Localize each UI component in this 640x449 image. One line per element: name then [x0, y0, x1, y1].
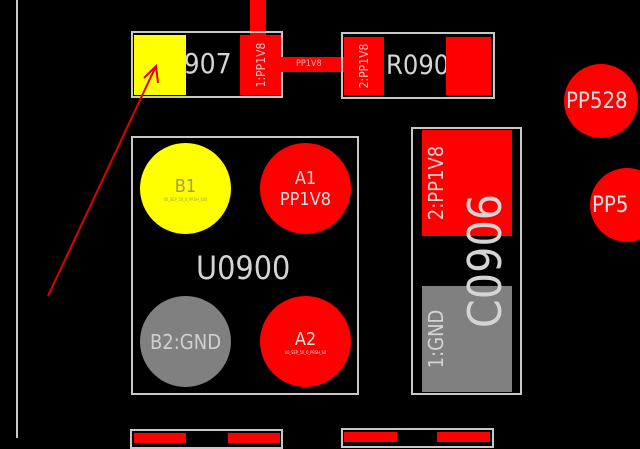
pad-a2[interactable]: A2 00_SEP_50_0_PRSH_S0: [260, 296, 351, 387]
r090-pad-1[interactable]: [446, 37, 491, 95]
pad-b1-name: B1: [174, 175, 197, 197]
board-edge-line: [16, 0, 18, 438]
r090-refdes: R090: [386, 50, 450, 81]
u0900-refdes: U0900: [196, 249, 291, 287]
pad-a2-net: 00_SEP_50_0_PRSH_S0: [284, 349, 327, 355]
trace-pp1v8-vertical[interactable]: [250, 0, 266, 38]
c0906-pad-1[interactable]: [422, 286, 512, 392]
c0906-outline: [411, 127, 522, 395]
pad-b1-selected[interactable]: B1 00_SEP_50_0_PRSH_S00: [140, 143, 231, 234]
r090-pad-2[interactable]: [344, 37, 384, 95]
u0900-outline: [131, 136, 359, 395]
c0907-pad-1[interactable]: [240, 35, 281, 95]
annotation-arrow-icon: [47, 63, 159, 297]
pad-b2-name: B2:GND: [149, 329, 222, 354]
c0906-pad-2[interactable]: [422, 130, 512, 236]
testpoint-pp528-label: PP528: [566, 88, 628, 114]
pad-b2-gnd[interactable]: B2:GND: [140, 296, 231, 387]
pad-a1-net: PP1V8: [279, 188, 332, 210]
trace-pp1v8-horizontal[interactable]: [281, 57, 345, 72]
bottom-right-pad-1[interactable]: [344, 432, 397, 442]
r090-outline: [341, 32, 495, 99]
c0907-pad-2-selected[interactable]: [134, 35, 186, 95]
testpoint-pp5-label: PP5: [592, 192, 629, 218]
testpoint-pp528[interactable]: PP528: [564, 64, 638, 138]
pad-a1[interactable]: A1 PP1V8: [260, 143, 351, 234]
pad-a1-name: A1: [294, 167, 317, 189]
pad-b1-net: 00_SEP_50_0_PRSH_S00: [163, 196, 208, 202]
bottom-right-pad-2[interactable]: [437, 432, 490, 442]
pad-a2-name: A2: [294, 328, 317, 350]
trace-net-label: PP1V8: [296, 59, 322, 69]
